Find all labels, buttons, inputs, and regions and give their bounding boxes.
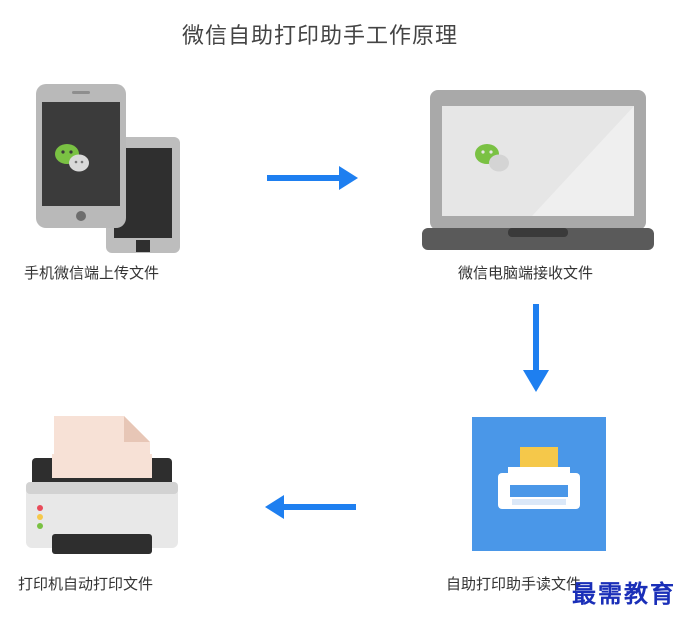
- diagram-title: 微信自助打印助手工作原理: [181, 24, 458, 49]
- laptop-icon: [420, 88, 656, 256]
- print-assistant-app-icon: [472, 417, 606, 551]
- arrow-right-icon: [265, 163, 360, 193]
- step-label-read: 自助打印助手读文件: [446, 575, 582, 593]
- step-label-print: 打印机自动打印文件: [18, 575, 154, 593]
- wechat-logo-icon: [55, 144, 89, 172]
- arrow-down-icon: [519, 302, 553, 398]
- phone-icon: [34, 82, 184, 254]
- printer-icon: [24, 414, 180, 560]
- wechat-logo-icon: [475, 144, 509, 172]
- watermark: 最需教育: [572, 579, 676, 608]
- arrow-left-icon: [262, 492, 358, 522]
- step-label-receive: 微信电脑端接收文件: [458, 264, 594, 282]
- step-label-upload: 手机微信端上传文件: [24, 264, 160, 282]
